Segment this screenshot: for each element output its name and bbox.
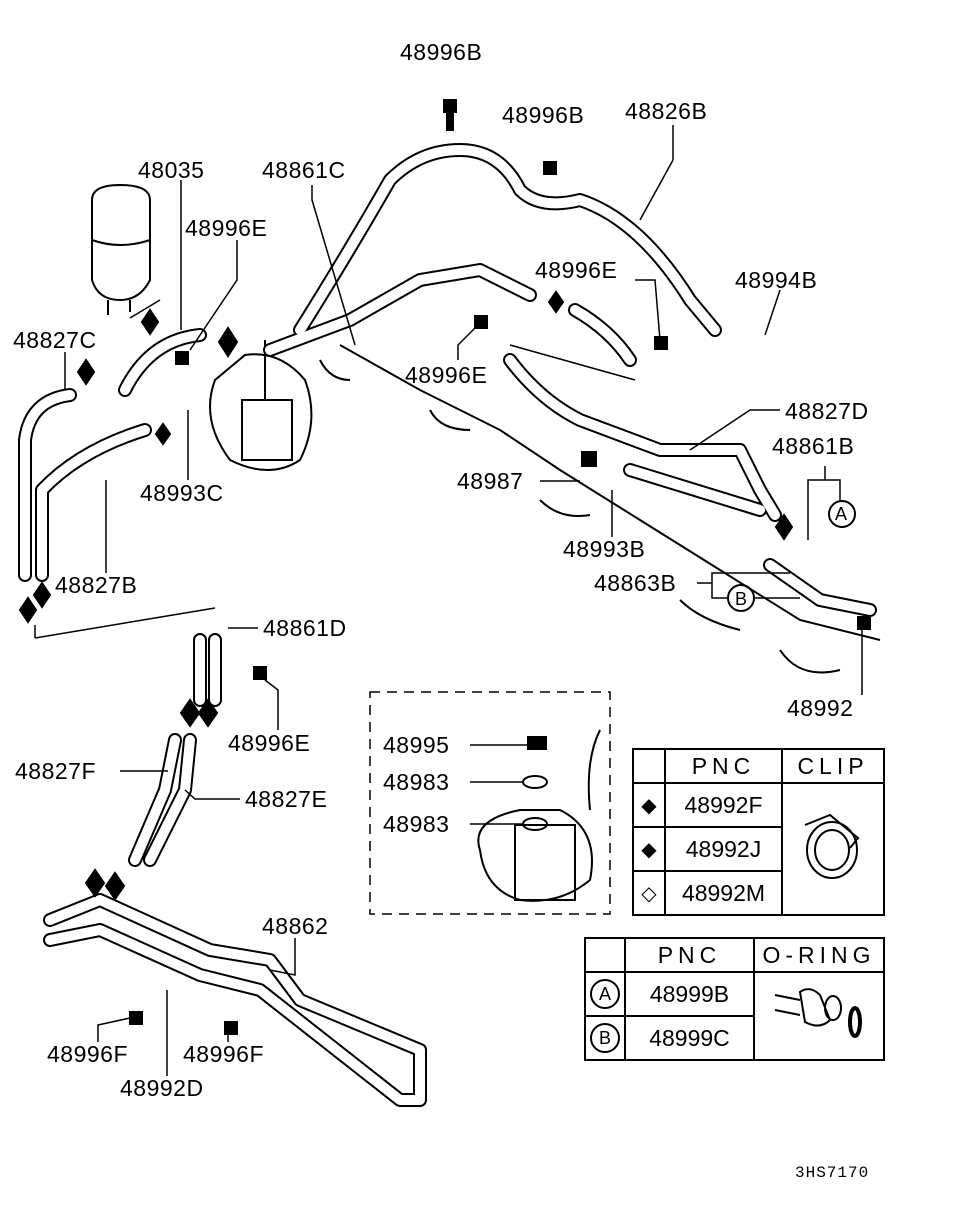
header-oring: O-RING	[753, 937, 885, 973]
part-label: 48827F	[15, 758, 97, 784]
part-label: 48035	[138, 157, 205, 183]
bolt-icons	[129, 99, 871, 1035]
callout-b	[727, 584, 755, 612]
part-label: 48827E	[245, 786, 328, 812]
part-label: 48983	[383, 769, 450, 795]
diamond-bottom-filled-icon: ◇	[632, 870, 666, 916]
pnc-cell: 48999B	[624, 971, 755, 1017]
pnc-cell: 48999C	[624, 1015, 755, 1061]
part-label: 48993B	[563, 536, 646, 562]
part-label: 48826B	[625, 98, 708, 124]
part-label: 48862	[262, 913, 329, 939]
part-label: 48861D	[263, 615, 347, 641]
clip-marker-icons	[18, 290, 794, 901]
part-label: 48996F	[47, 1041, 129, 1067]
part-label: 48996B	[502, 102, 585, 128]
callout-b-symbol: B	[584, 1015, 626, 1061]
part-label: 48995	[383, 732, 450, 758]
callout-a	[828, 500, 856, 528]
part-label: 48993C	[140, 480, 224, 506]
part-label: 48863B	[594, 570, 677, 596]
header-pnc: PNC	[663, 748, 784, 784]
oring-image-cell	[753, 971, 885, 1061]
part-label: 48992	[787, 695, 854, 721]
part-label: 48983	[383, 811, 450, 837]
part-label: 48996E	[185, 215, 268, 241]
callout-a-symbol: A	[584, 971, 626, 1017]
part-label: 48987	[457, 468, 524, 494]
detail-box	[369, 691, 611, 915]
pnc-cell: 48992F	[663, 782, 784, 828]
part-label: 48996B	[400, 39, 483, 65]
pump-detail-illustration	[477, 729, 601, 902]
callout-b-label: B	[735, 589, 748, 609]
part-label: 48827C	[13, 327, 97, 353]
diamond-left-filled-icon: ◆	[632, 826, 666, 872]
part-label: 48827B	[55, 572, 138, 598]
part-label: 48861B	[772, 433, 855, 459]
reservoir-illustration	[91, 183, 151, 315]
diamond-top-filled-icon: ◆	[632, 782, 666, 828]
header-clip: CLIP	[781, 748, 885, 784]
pnc-cell: 48992M	[663, 870, 784, 916]
leader-lines	[34, 125, 863, 1076]
clip-image-cell	[781, 782, 885, 916]
part-label: 48992D	[120, 1075, 204, 1101]
pump-illustration	[209, 340, 313, 471]
callout-a-label: A	[835, 504, 848, 524]
part-label: 48996E	[228, 730, 311, 756]
part-label: 48827D	[785, 398, 869, 424]
part-label: 48996F	[183, 1041, 265, 1067]
part-label: 48994B	[735, 267, 818, 293]
part-label: 48861C	[262, 157, 346, 183]
part-label: 48996E	[405, 362, 488, 388]
header-pnc: PNC	[624, 937, 755, 973]
diagram-code: 3HS7170	[795, 1164, 870, 1182]
part-label: 48996E	[535, 257, 618, 283]
gear-outline	[319, 344, 881, 674]
pnc-cell: 48992J	[663, 826, 784, 872]
